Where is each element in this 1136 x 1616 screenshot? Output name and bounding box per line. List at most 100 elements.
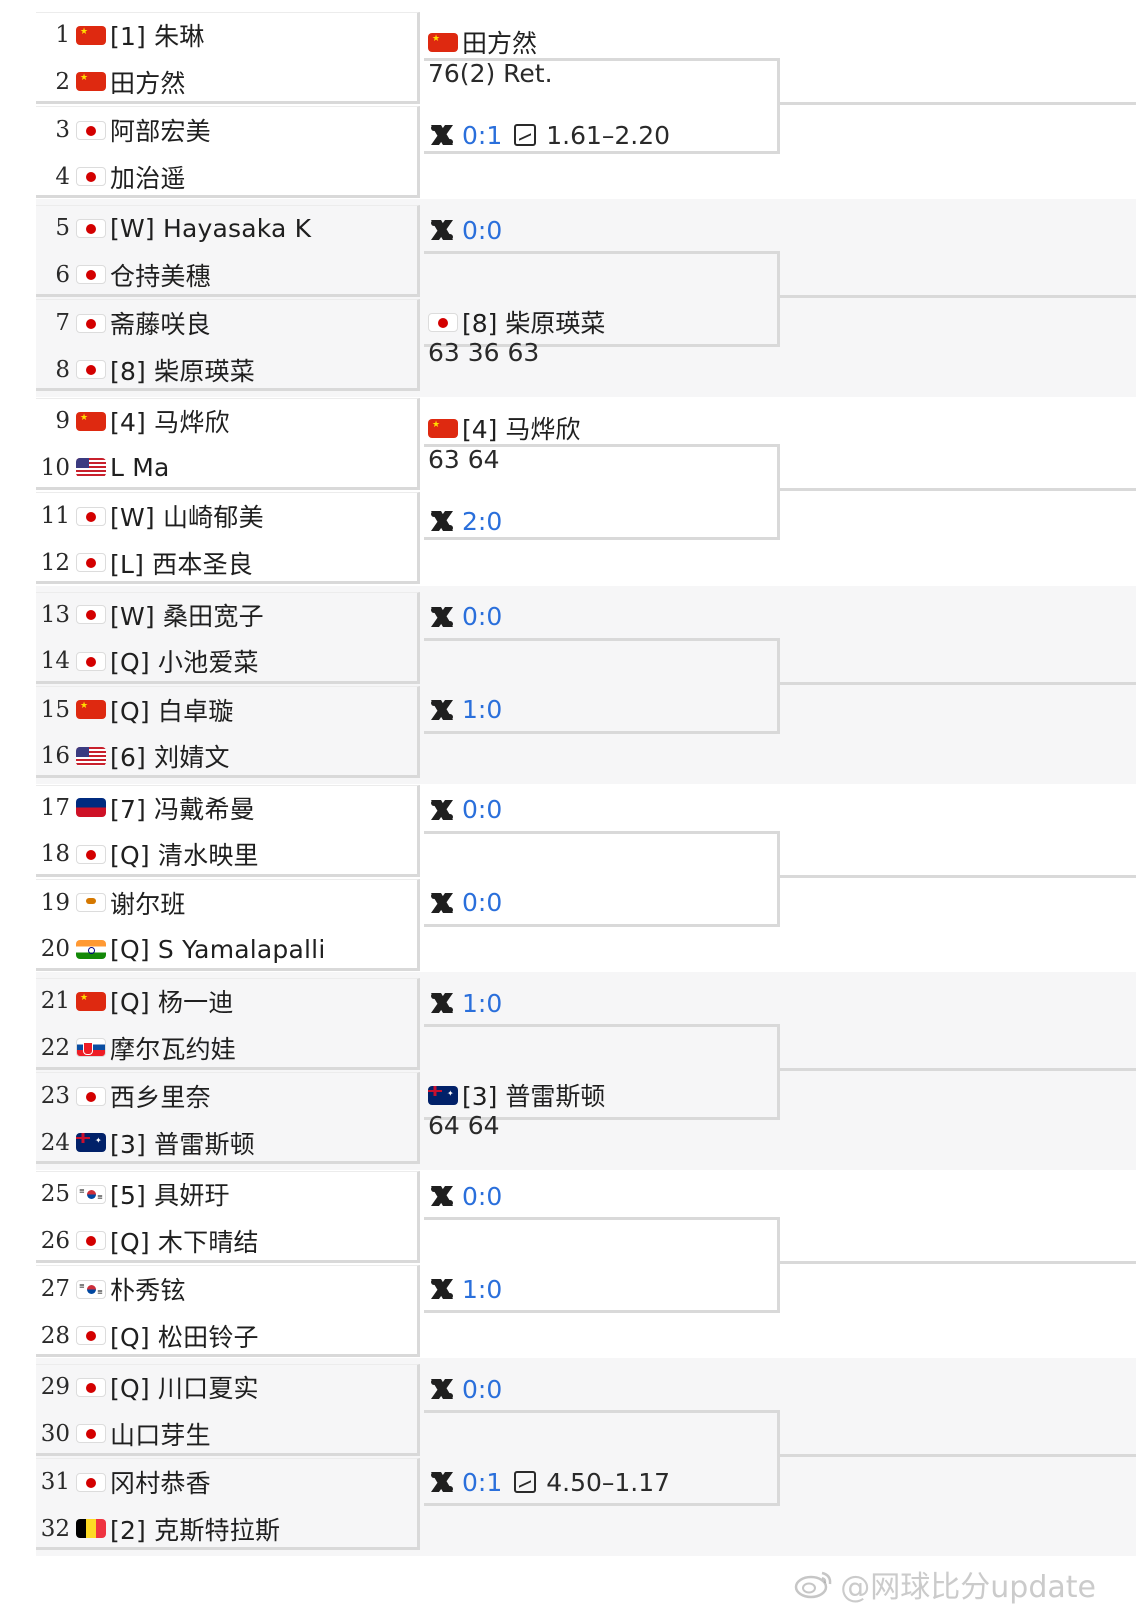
player-row[interactable]: 2★田方然: [36, 59, 416, 105]
head-to-head-record[interactable]: 0:0: [462, 795, 503, 825]
head-to-head-record[interactable]: 0:1: [462, 120, 503, 150]
player-name[interactable]: [8] 柴原瑛菜: [110, 356, 255, 386]
player-name[interactable]: [1] 朱琳: [110, 22, 205, 51]
player-name[interactable]: [Q] 清水映里: [110, 841, 259, 871]
match-score: 63 64: [428, 442, 500, 476]
head-to-head-record[interactable]: 0:0: [462, 602, 503, 632]
player-name[interactable]: 朴秀铉: [110, 1276, 186, 1306]
h2h-line[interactable]: 1:0: [428, 986, 502, 1020]
player-name[interactable]: [6] 刘婧文: [110, 743, 230, 773]
player-name[interactable]: [W] Hayasaka K: [110, 213, 312, 243]
player-name[interactable]: [Q] S Yamalapalli: [110, 934, 326, 964]
h2h-line[interactable]: 1:0: [428, 693, 502, 727]
head-to-head-record[interactable]: 0:1: [462, 1467, 503, 1497]
winner-name[interactable]: [3] 普雷斯顿: [462, 1082, 606, 1111]
player-name[interactable]: L Ma: [110, 453, 170, 483]
player-row[interactable]: 9★[4] 马烨欣: [36, 398, 416, 444]
player-row[interactable]: 21★[Q] 杨一迪: [36, 978, 416, 1024]
h2h-line[interactable]: 0:0: [428, 1372, 502, 1406]
player-name[interactable]: [Q] 松田铃子: [110, 1322, 259, 1352]
player-name[interactable]: [Q] 木下晴结: [110, 1227, 259, 1257]
match-winner[interactable]: ✦[3] 普雷斯顿: [428, 1078, 605, 1112]
player-row[interactable]: 20[Q] S Yamalapalli: [36, 926, 416, 972]
player-row[interactable]: 18[Q] 清水映里: [36, 831, 416, 877]
winner-name[interactable]: [4] 马烨欣: [462, 415, 581, 445]
h2h-line[interactable]: 2:0: [428, 504, 502, 538]
player-name[interactable]: 田方然: [110, 68, 186, 98]
player-name[interactable]: [L] 西本圣良: [110, 549, 253, 579]
h2h-line[interactable]: 0:0: [428, 213, 502, 247]
h2h-line[interactable]: 1:0: [428, 1272, 502, 1306]
match-winner[interactable]: ★田方然: [428, 25, 537, 59]
h2h-line[interactable]: 0:0: [428, 1179, 502, 1213]
player-name[interactable]: 阿部宏美: [110, 117, 211, 146]
player-row[interactable]: 27≡≡朴秀铉: [36, 1266, 416, 1312]
head-to-head-record[interactable]: 0:0: [462, 215, 503, 245]
player-name[interactable]: [W] 山崎郁美: [110, 503, 264, 533]
player-name[interactable]: [Q] 川口夏实: [110, 1374, 259, 1404]
player-row[interactable]: 5[W] Hayasaka K: [36, 205, 416, 251]
head-to-head-record[interactable]: 0:0: [462, 1181, 503, 1211]
player-row[interactable]: 29[Q] 川口夏实: [36, 1364, 416, 1410]
player-name[interactable]: [Q] 白卓璇: [110, 696, 234, 726]
h2h-line[interactable]: 0:0: [428, 793, 502, 827]
player-row[interactable]: 16[6] 刘婧文: [36, 733, 416, 779]
player-row[interactable]: 8[8] 柴原瑛菜: [36, 347, 416, 393]
player-row[interactable]: 28[Q] 松田铃子: [36, 1313, 416, 1359]
player-name[interactable]: [4] 马烨欣: [110, 408, 230, 438]
player-row[interactable]: 14[Q] 小池爱菜: [36, 638, 416, 684]
player-row[interactable]: 15★[Q] 白卓璇: [36, 687, 416, 733]
player-row[interactable]: 12[L] 西本圣良: [36, 540, 416, 586]
player-name[interactable]: [Q] 小池爱菜: [110, 648, 259, 678]
player-name[interactable]: 谢尔班: [110, 889, 186, 919]
player-name[interactable]: 加治遥: [110, 163, 186, 193]
winner-name[interactable]: [8] 柴原瑛菜: [462, 309, 606, 339]
player-name[interactable]: 冈村恭香: [110, 1469, 211, 1499]
player-row[interactable]: 24✦[3] 普雷斯顿: [36, 1120, 416, 1166]
h2h-line[interactable]: 0:0: [428, 886, 502, 920]
player-name[interactable]: 摩尔瓦约娃: [110, 1034, 237, 1064]
player-row[interactable]: 26[Q] 木下晴结: [36, 1218, 416, 1264]
player-row[interactable]: 11[W] 山崎郁美: [36, 493, 416, 539]
player-name[interactable]: [3] 普雷斯顿: [110, 1129, 255, 1159]
flag-jp-icon: [76, 1377, 106, 1397]
player-name[interactable]: 仓持美穗: [110, 261, 211, 291]
player-row[interactable]: 32[2] 克斯特拉斯: [36, 1506, 416, 1552]
h2h-line[interactable]: 0:0: [428, 600, 502, 634]
match-winner[interactable]: ★[4] 马烨欣: [428, 411, 580, 445]
head-to-head-record[interactable]: 1:0: [462, 1274, 503, 1304]
match-winner[interactable]: [8] 柴原瑛菜: [428, 305, 605, 339]
player-row[interactable]: 25≡≡[5] 具妍玗: [36, 1171, 416, 1217]
player-row[interactable]: 17[7] 冯戴希曼: [36, 785, 416, 831]
player-name[interactable]: [Q] 杨一迪: [110, 988, 234, 1017]
player-name[interactable]: [7] 冯戴希曼: [110, 794, 255, 824]
head-to-head-record[interactable]: 0:0: [462, 888, 503, 918]
player-name[interactable]: [W] 桑田宽子: [110, 601, 264, 631]
winner-name[interactable]: 田方然: [462, 29, 538, 58]
player-name[interactable]: 山口芽生: [110, 1420, 211, 1450]
head-to-head-record[interactable]: 1:0: [462, 988, 503, 1018]
odds-chart-icon[interactable]: [514, 1471, 537, 1494]
player-row[interactable]: 13[W] 桑田宽子: [36, 592, 416, 638]
head-to-head-record[interactable]: 1:0: [462, 695, 503, 725]
player-name[interactable]: 斋藤咲良: [110, 310, 211, 340]
player-name[interactable]: 西乡里奈: [110, 1083, 211, 1112]
head-to-head-record[interactable]: 2:0: [462, 506, 503, 536]
odds-chart-icon[interactable]: [514, 124, 537, 146]
player-row[interactable]: 1★[1] 朱琳: [36, 12, 416, 58]
head-to-head-record[interactable]: 0:0: [462, 1374, 503, 1404]
player-name[interactable]: [2] 克斯特拉斯: [110, 1515, 281, 1545]
player-name[interactable]: [5] 具妍玗: [110, 1181, 230, 1211]
